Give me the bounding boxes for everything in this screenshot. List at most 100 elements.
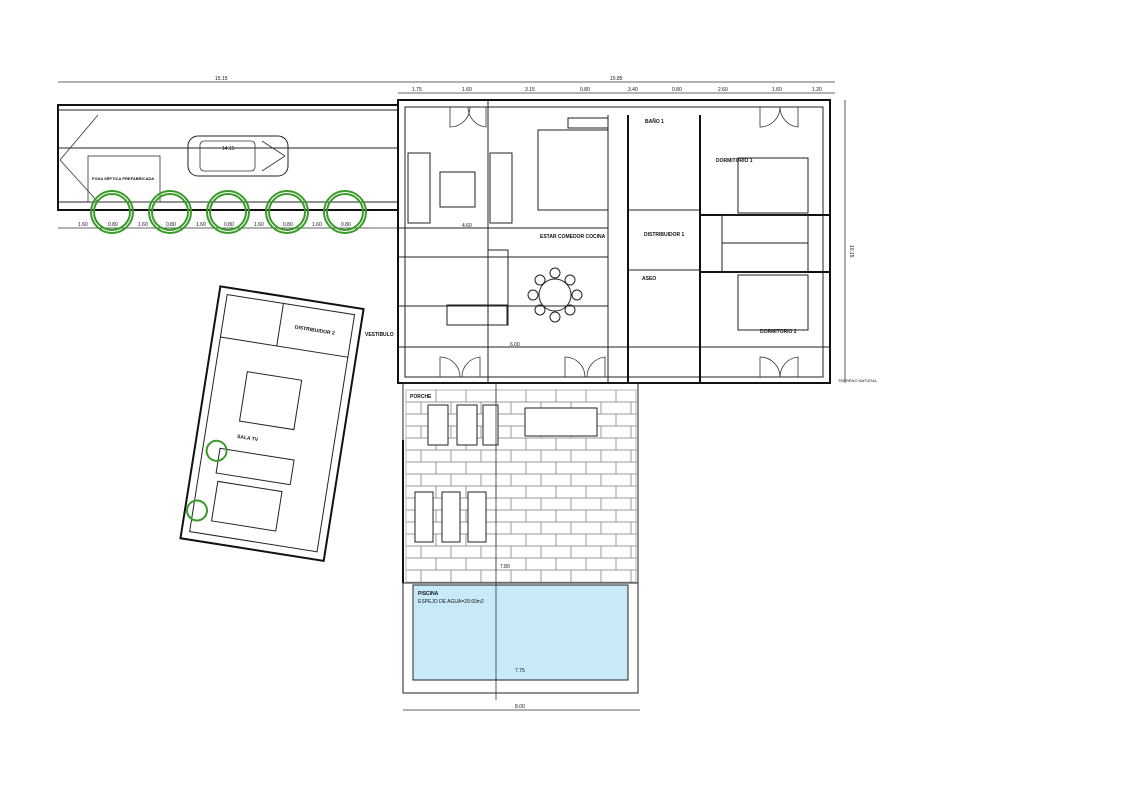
dim-seg: 1.60: [462, 87, 472, 93]
paving-tile: [405, 461, 437, 475]
paving-tile: [525, 509, 557, 523]
room-label-porch: PORCHE: [410, 394, 432, 400]
parking-strip: FOSA SÉPTICA PREFABRICADA 14.15 1.60 0.8…: [57, 104, 399, 234]
paving-tile: [570, 521, 602, 535]
tree-icon: [206, 190, 250, 234]
paving-tile: [615, 461, 637, 475]
dim-seg: 2.60: [718, 87, 728, 93]
paving-tile: [555, 557, 587, 571]
paving-tile: [585, 533, 617, 547]
paving-tile: [510, 497, 542, 511]
paving-tile: [630, 473, 637, 487]
sofa-icon: [489, 152, 513, 224]
sofa-icon: [407, 152, 431, 224]
main-house: ESTAR COMEDOR COCINA DORMITORIO 1 DORMIT…: [365, 99, 878, 384]
paving-tile: [600, 449, 632, 463]
paving-tile: [405, 557, 437, 571]
room-label-tv: SALA TV: [237, 434, 260, 443]
dim-seg: 1.20: [812, 87, 822, 93]
paving-tile: [540, 545, 572, 559]
paving-tile: [555, 389, 587, 403]
outdoor-table: [524, 407, 598, 437]
tree-icon: [93, 193, 131, 231]
paving-tile: [630, 401, 637, 415]
paving-tile: [540, 497, 572, 511]
paving-tile: [495, 509, 527, 523]
dim-seg: 1.60: [196, 222, 206, 228]
dim-terrace: 7.80: [500, 564, 510, 570]
tree-icon: [205, 439, 228, 462]
paving-tile: [435, 389, 467, 403]
paving-tile: [615, 557, 637, 571]
room-label-bath1: BAÑO 1: [645, 118, 664, 125]
paving-tile: [630, 521, 637, 535]
paving-tile: [630, 497, 637, 511]
paving-tile: [585, 389, 617, 403]
tree-icon: [326, 193, 364, 231]
paving-tile: [405, 569, 422, 583]
dining-table: [527, 267, 583, 323]
paving-tile: [510, 473, 542, 487]
paving-tile: [435, 461, 467, 475]
paving-tile: [510, 545, 542, 559]
paving-tile: [615, 413, 637, 427]
paving-tile: [510, 521, 542, 535]
paving-tile: [555, 437, 587, 451]
paving-tile: [585, 437, 617, 451]
tree-icon: [151, 193, 189, 231]
room-label-living: ESTAR COMEDOR COCINA: [540, 234, 606, 240]
car-icon: 14.15: [187, 135, 289, 177]
paving-tile: [540, 449, 572, 463]
paving-tile: [405, 473, 422, 487]
lounger: [414, 491, 434, 543]
dim-pool-width: 8.00: [515, 704, 525, 710]
dim-seg: 0.80: [283, 222, 293, 228]
paving-tile: [495, 437, 527, 451]
paving-tile: [510, 569, 542, 583]
paving-tile: [570, 569, 602, 583]
dim-seg: 0.80: [341, 222, 351, 228]
paving-tile: [495, 461, 527, 475]
paving-tile: [405, 425, 422, 439]
paving-tile: [630, 569, 637, 583]
lounger: [482, 404, 499, 446]
dim-seg: 1.60: [312, 222, 322, 228]
paving-tile: [495, 485, 527, 499]
tree-icon: [186, 499, 209, 522]
room-label-dist1: DISTRIBUIDOR 1: [644, 232, 685, 238]
paving-tile: [600, 545, 632, 559]
paving-tile: [465, 389, 497, 403]
paving-tile: [615, 389, 637, 403]
paving-tile: [465, 557, 497, 571]
bed-icon: [737, 274, 809, 331]
paving-tile: [555, 509, 587, 523]
paving-tile: [540, 521, 572, 535]
paving-tile: [585, 461, 617, 475]
dim-right-total: 10.15: [848, 245, 854, 258]
paving-tile: [495, 389, 527, 403]
tree-icon: [209, 193, 247, 231]
pool-water: [412, 584, 629, 681]
paving-tile: [600, 497, 632, 511]
paving-tile: [525, 437, 557, 451]
paving-tile: [525, 533, 557, 547]
dim-seg: 0.80: [580, 87, 590, 93]
coffee-table: [439, 171, 476, 208]
paving-tile: [525, 389, 557, 403]
tree-icon: [148, 190, 192, 234]
dim-pool-inner: 7.75: [515, 668, 525, 674]
bed-icon: [737, 157, 809, 214]
sofa-icon: [446, 304, 508, 326]
dim-seg: 1.60: [254, 222, 264, 228]
trees: [90, 190, 367, 234]
room-label-dist2: DISTRIBUIDOR 2: [294, 325, 335, 337]
room-label-wc: ASEO: [642, 276, 656, 282]
paving-tile: [495, 533, 527, 547]
paving-tile: [630, 449, 637, 463]
staircase: [721, 214, 809, 273]
paving-tile: [540, 569, 572, 583]
tree-icon: [323, 190, 367, 234]
paving-tile: [405, 401, 422, 415]
room-label-hall: VESTIBULO: [365, 332, 394, 338]
room-label-bed1: DORMITORIO 1: [716, 158, 753, 164]
